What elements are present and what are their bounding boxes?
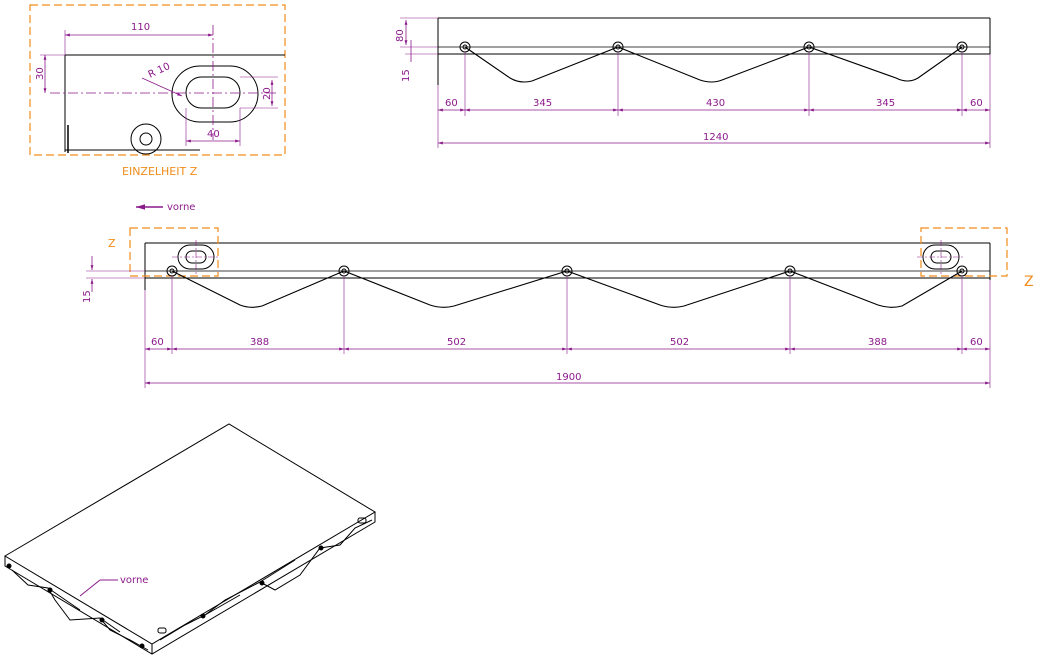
side-seg-5: 60 — [970, 98, 983, 109]
front-seg-2: 388 — [250, 337, 269, 348]
side-total: 1240 — [703, 132, 728, 143]
front-strap — [171, 270, 963, 308]
front-seg-4: 502 — [670, 337, 689, 348]
side-strap — [464, 46, 963, 83]
iso-strap — [11, 519, 373, 651]
side-dim-80: 80 — [395, 29, 406, 42]
dim-40-label: 40 — [207, 129, 220, 140]
side-view: 60 345 430 345 60 1240 80 15 — [395, 17, 991, 148]
front-dim-15: 15 — [82, 290, 93, 303]
iso-top-face — [4, 423, 376, 645]
side-seg-1: 60 — [445, 98, 458, 109]
front-view: vorne Z Z — [82, 202, 1034, 388]
z-frame-right — [920, 227, 1008, 277]
isometric-view — [4, 423, 376, 655]
z-marker-right: Z — [1024, 274, 1034, 290]
side-dim-15: 15 — [401, 69, 412, 82]
side-seg-4: 345 — [876, 98, 895, 109]
detail-hole-outer — [130, 123, 162, 155]
front-direction-label: vorne — [167, 202, 195, 213]
detail-slot-outer — [171, 65, 259, 123]
front-seg-1: 60 — [151, 337, 164, 348]
z-marker-left: Z — [108, 237, 116, 250]
dim-r10-label: R 10 — [147, 61, 172, 81]
front-total: 1900 — [556, 372, 581, 383]
side-seg-3: 430 — [706, 98, 725, 109]
detail-z-view: 110 30 R 10 20 40 EINZELHEIT Z — [29, 4, 286, 178]
iso-direction-label: vorne — [120, 575, 148, 586]
detail-frame — [29, 4, 286, 156]
dim-30-label: 30 — [35, 67, 46, 80]
side-seg-2: 345 — [533, 98, 552, 109]
detail-caption: EINZELHEIT Z — [122, 165, 198, 178]
dim-20-label: 20 — [262, 87, 273, 100]
front-seg-3: 502 — [447, 337, 466, 348]
detail-hole-inner — [139, 132, 153, 146]
dim-110-label: 110 — [131, 22, 150, 33]
front-seg-5: 388 — [868, 337, 887, 348]
detail-slot-inner — [185, 76, 241, 109]
front-seg-6: 60 — [970, 337, 983, 348]
